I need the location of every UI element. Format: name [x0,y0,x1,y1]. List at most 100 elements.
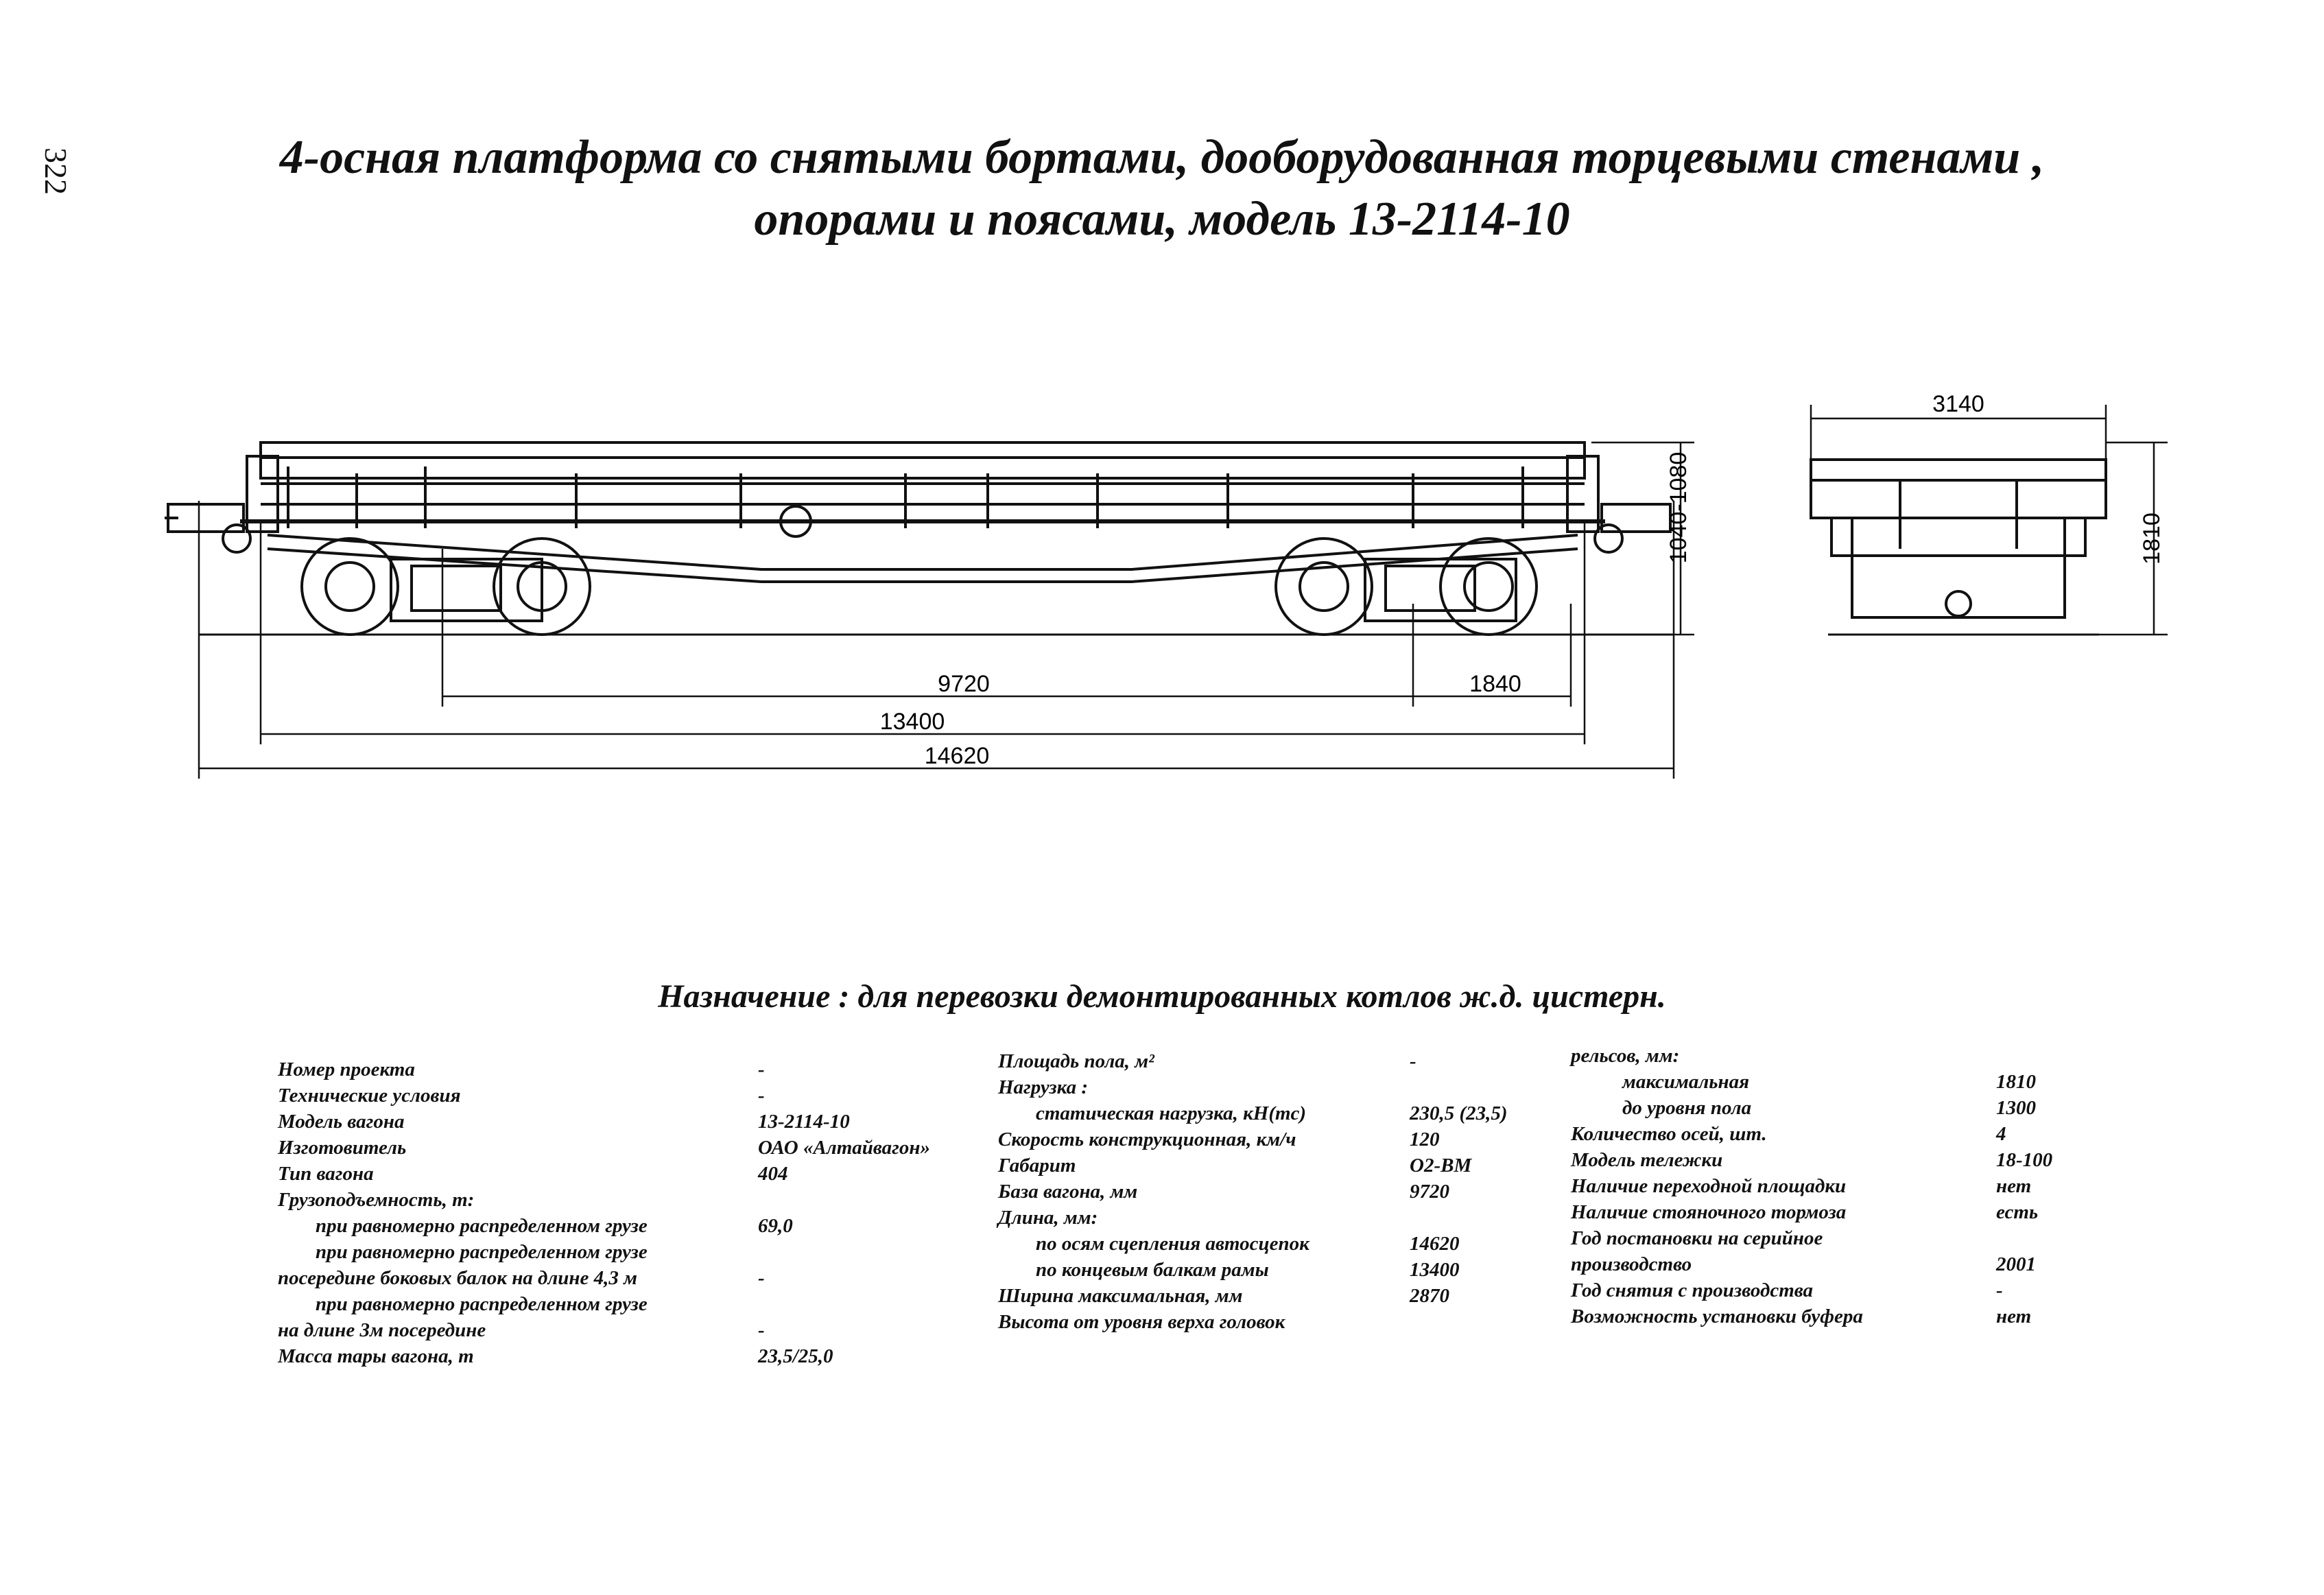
spec-value: 2870 [1410,1285,1449,1307]
spec-value: - [758,1267,765,1289]
spec-row: Возможность установки буфера нет [1571,1303,2188,1330]
title-line-2: опорами и поясами, модель 13-2114-10 [754,193,1570,246]
bogie-right [1274,537,1538,636]
spec-label: по осям сцепления автосцепок [1036,1233,1309,1255]
spec-value: 1300 [1996,1097,2036,1119]
spec-label: статическая нагрузка, кН(тс) [1036,1102,1307,1124]
spec-row: статическая нагрузка, кН(тс) 230,5 (23,5) [998,1100,1615,1126]
spec-row: Ширина максимальная, мм 2870 [998,1283,1615,1309]
end-dimensions [1810,405,2168,636]
spec-row: посередине боковых балок на длине 4,3 м - [278,1265,964,1291]
spec-value: - [758,1319,765,1341]
spec-label: максимальная [1622,1071,1750,1093]
side-dimensions [198,441,1694,779]
spec-label: Габарит [998,1155,1076,1177]
spec-row: на длине 3м посередине - [278,1317,964,1343]
dim-height-side: 1040-1080 [1665,452,1692,564]
spec-row: Нагрузка : [998,1074,1615,1100]
spec-label: при равномерно распределенном грузе [316,1215,648,1237]
spec-label: Наличие переходной площадки [1571,1175,1847,1197]
spec-row: Технические условия - [278,1083,964,1109]
spec-row: по концевым балкам рамы 13400 [998,1257,1615,1283]
spec-row: Номер проекта - [278,1056,964,1083]
dim-length-end-beams: 13400 [880,709,945,735]
spec-row: Грузоподъемность, т: [278,1187,964,1213]
dim-height-end: 1810 [2139,512,2165,565]
spec-row: максимальная 1810 [1571,1069,2188,1095]
spec-value: 14620 [1410,1233,1460,1255]
spec-label: Ширина максимальная, мм [998,1285,1243,1307]
spec-value: нет [1996,1305,2032,1327]
spec-row: по осям сцепления автосцепок 14620 [998,1231,1615,1257]
spec-value: 2001 [1996,1253,2036,1275]
spec-label: рельсов, мм: [1571,1045,1680,1067]
spec-label: Высота от уровня верха головок [998,1311,1285,1333]
page-title: 4-осная платформа со снятыми бортами, до… [0,127,2324,250]
spec-label: производство [1571,1253,1692,1275]
spec-label: на длине 3м посередине [278,1319,486,1341]
spec-label: по концевым балкам рамы [1036,1259,1269,1281]
spec-label: Возможность установки буфера [1571,1305,1863,1327]
spec-label: Технические условия [278,1085,461,1107]
spec-row: рельсов, мм: [1571,1043,2188,1069]
spec-value: 23,5/25,0 [758,1345,833,1367]
spec-value: ОАО «Алтайвагон» [758,1137,930,1159]
spec-label: Модель вагона [278,1111,405,1133]
coupler-left [165,503,252,554]
title-line-1: 4-осная платформа со снятыми бортами, до… [279,131,2045,184]
spec-row: Габарит О2-ВМ [998,1153,1615,1179]
spec-row: Скорость конструкционная, км/ч 120 [998,1126,1615,1153]
spec-label: Наличие стояночного тормоза [1571,1201,1847,1223]
dim-length-couplers: 14620 [925,743,990,769]
purpose-heading: Назначение : для перевозки демонтированн… [658,978,1666,1015]
end-view [1810,458,2107,636]
spec-value: 1810 [1996,1071,2036,1093]
spec-row: Наличие переходной площадки нет [1571,1173,2188,1199]
coupler-right [1593,503,1672,554]
spec-label: Длина, мм: [998,1207,1098,1229]
spec-value: 120 [1410,1129,1440,1150]
spec-row: Высота от уровня верха головок [998,1309,1615,1335]
spec-row: Год снятия с производства- [1571,1277,2188,1303]
side-view [165,441,1674,636]
spec-label: Изготовитель [278,1137,407,1159]
spec-label: Скорость конструкционная, км/ч [998,1129,1296,1150]
spec-label: Площадь пола, м² [998,1050,1154,1072]
spec-row: Модель вагона 13-2114-10 [278,1109,964,1135]
spec-row: Наличие стояночного тормоза есть [1571,1199,2188,1225]
spec-value: нет [1996,1175,2032,1197]
spec-row: до уровня пола 1300 [1571,1095,2188,1121]
spec-value: 230,5 (23,5) [1410,1102,1508,1124]
spec-row: Изготовитель ОАО «Алтайвагон» [278,1135,964,1161]
spec-value: О2-ВМ [1410,1155,1472,1177]
spec-column-3: рельсов, мм: максимальная 1810 до уровня … [1571,1043,2188,1330]
spec-value: - [1996,1279,2003,1301]
spec-column-1: Номер проекта - Технические условия - Моде… [278,1056,964,1369]
spec-row: при равномерно распределенном грузе 69,0 [278,1213,964,1239]
spec-value: 13400 [1410,1259,1460,1281]
spec-label: Количество осей, шт. [1571,1123,1767,1145]
spec-value: 69,0 [758,1215,793,1237]
spec-label: посередине боковых балок на длине 4,3 м [278,1267,638,1289]
spec-value: 13-2114-10 [758,1111,850,1133]
dim-bogie-base: 1840 [1469,671,1521,697]
spec-value: 18-100 [1996,1149,2053,1171]
spec-row: производство 2001 [1571,1251,2188,1277]
spec-value: - [1410,1050,1416,1072]
spec-label: Масса тары вагона, т [278,1345,474,1367]
spec-row: Длина, мм: [998,1205,1615,1231]
spec-value: - [758,1085,765,1107]
spec-label: Номер проекта [278,1059,415,1080]
spec-row: Масса тары вагона, т 23,5/25,0 [278,1343,964,1369]
spec-label: до уровня пола [1622,1097,1752,1119]
spec-value: есть [1996,1201,2039,1223]
spec-row: Количество осей, шт.4 [1571,1121,2188,1147]
spec-row: Год постановки на серийное [1571,1225,2188,1251]
spec-row: при равномерно распределенном грузе [278,1291,964,1317]
dim-base: 9720 [938,671,990,697]
spec-value: - [758,1059,765,1080]
spec-row: при равномерно распределенном грузе [278,1239,964,1265]
spec-label: Нагрузка : [998,1076,1089,1098]
spec-label: База вагона, мм [998,1181,1138,1203]
